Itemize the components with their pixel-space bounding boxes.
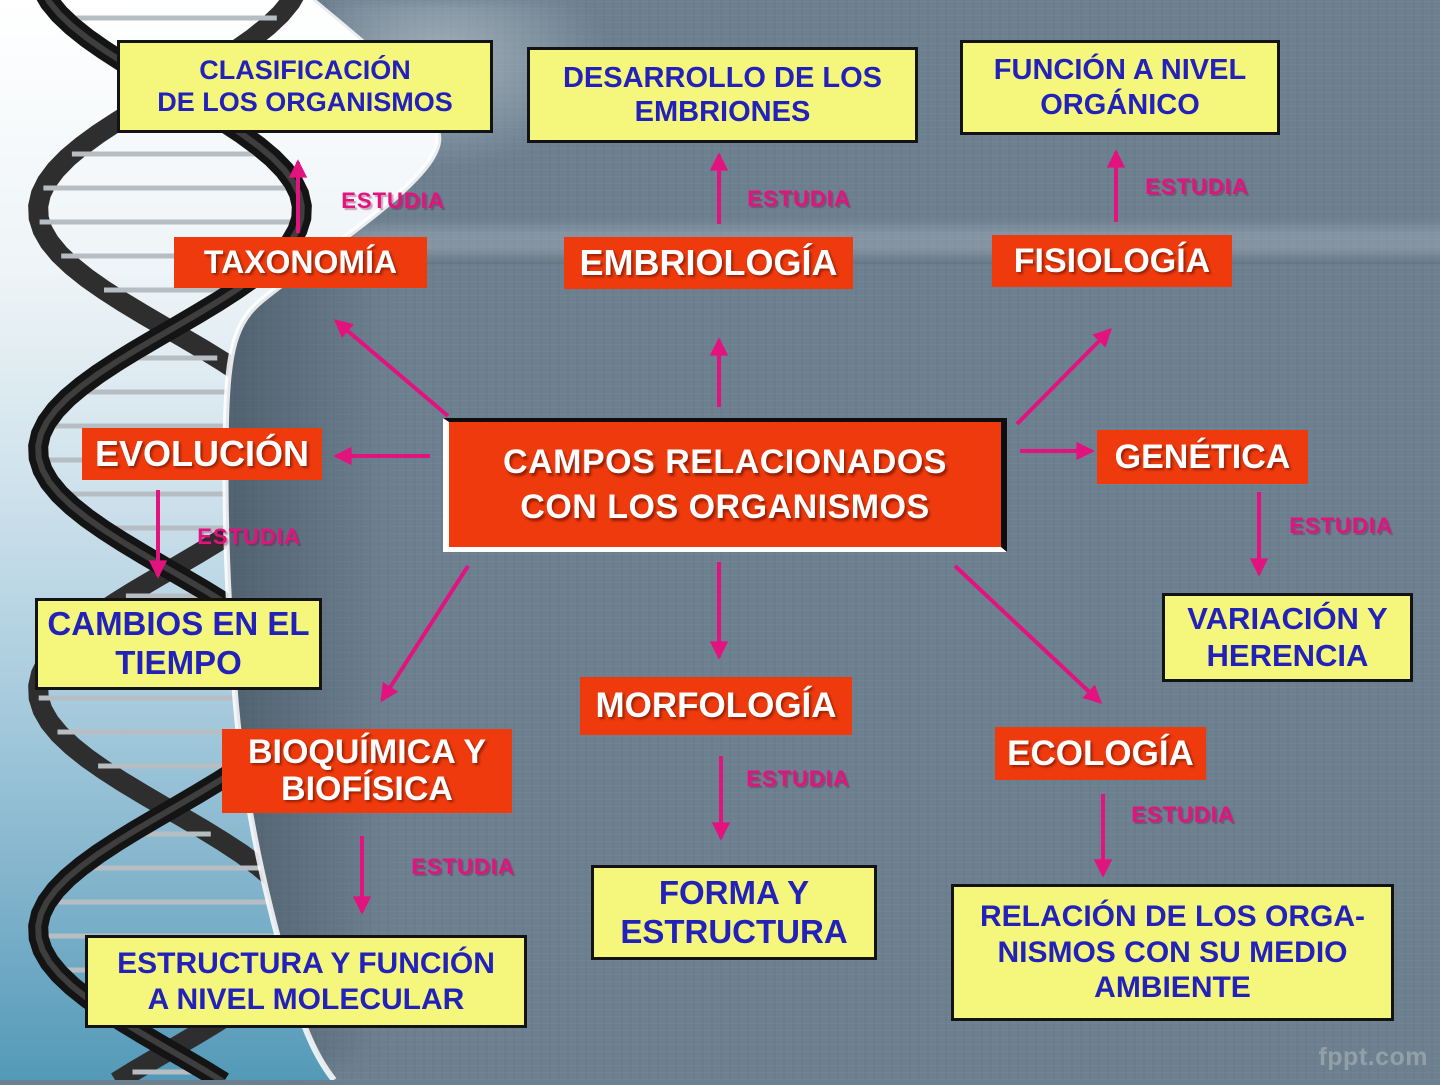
box-funcion: FUNCIÓN A NIVEL ORGÁNICO (960, 40, 1280, 135)
label-estudia-ecologia: ESTUDIA (1131, 802, 1235, 827)
box-relacion: RELACIÓN DE LOS ORGA- NISMOS CON SU MEDI… (951, 884, 1394, 1021)
box-fisiologia: FISIOLOGÍA (992, 235, 1232, 287)
label-estudia-morfologia: ESTUDIA (746, 766, 850, 791)
label-estudia-taxonomia: ESTUDIA (341, 188, 445, 213)
box-desarrollo: DESARROLLO DE LOS EMBRIONES (527, 47, 918, 143)
box-forma: FORMA Y ESTRUCTURA (591, 865, 877, 960)
box-embriologia: EMBRIOLOGÍA (564, 237, 853, 289)
label-estudia-embriologia: ESTUDIA (747, 186, 851, 211)
box-taxonomia: TAXONOMÍA (174, 237, 427, 288)
box-bioquimica: BIOQUÍMICA Y BIOFÍSICA (222, 729, 512, 813)
box-evolucion: EVOLUCIÓN (82, 428, 322, 480)
label-estudia-bioquimica: ESTUDIA (411, 854, 515, 879)
box-morfologia: MORFOLOGÍA (580, 677, 852, 735)
center-title-box: CAMPOS RELACIONADOS CON LOS ORGANISMOS (443, 418, 1007, 552)
label-estudia-genetica: ESTUDIA (1289, 513, 1393, 538)
label-estudia-fisiologia: ESTUDIA (1145, 174, 1249, 199)
box-cambios: CAMBIOS EN EL TIEMPO (35, 598, 322, 690)
label-estudia-evolucion: ESTUDIA (197, 524, 301, 549)
box-estructura: ESTRUCTURA Y FUNCIÓN A NIVEL MOLECULAR (85, 935, 527, 1028)
box-genetica: GENÉTICA (1097, 430, 1308, 484)
box-clasificacion: CLASIFICACIÓN DE LOS ORGANISMOS (117, 40, 493, 133)
dna-strand-sheen (35, 0, 305, 1080)
fppt-watermark: fppt.com (1318, 1043, 1428, 1071)
box-variacion: VARIACIÓN Y HERENCIA (1162, 593, 1413, 682)
box-ecologia: ECOLOGÍA (995, 727, 1206, 780)
